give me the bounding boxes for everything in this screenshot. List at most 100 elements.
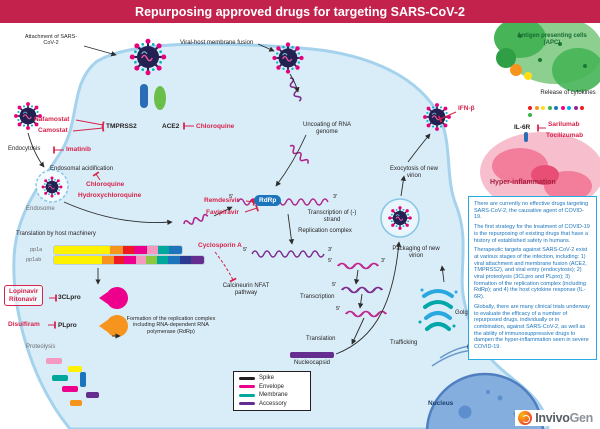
genome-segment xyxy=(169,246,182,254)
receptor-icon xyxy=(140,84,166,110)
drug-remdesivir: Remdesivir xyxy=(204,197,240,204)
genome-segment xyxy=(191,256,204,264)
genome-segment xyxy=(102,256,114,264)
protein-piece xyxy=(80,372,86,387)
protease-3clpro-icon xyxy=(99,287,129,310)
genome-segment xyxy=(180,256,191,264)
legend-label: Spike xyxy=(259,375,275,381)
cytokine-dot xyxy=(554,106,558,110)
rna-five-prime: 5' xyxy=(336,306,341,312)
drug-favipiravir: Favipiravir xyxy=(206,209,239,216)
genome-segment xyxy=(136,256,146,264)
genome-bar-pp1a xyxy=(53,245,183,255)
legend-swatch xyxy=(239,385,255,388)
hyper-inflammation-blob xyxy=(480,132,600,212)
rna-five-prime: 5' xyxy=(332,282,337,288)
cytokine-dot xyxy=(528,112,532,117)
drug-cyclosporin-a: Cyclosporin A xyxy=(198,242,242,249)
label-pp1a: pp1a xyxy=(30,247,43,253)
drug-disulfiram: Disulfiram xyxy=(8,321,40,328)
legend-swatch xyxy=(239,393,255,397)
legend-swatch xyxy=(239,402,255,405)
genome-segment xyxy=(123,246,134,254)
label-endosome: Endosome xyxy=(26,206,55,212)
brand-part1: Invivo xyxy=(535,411,570,425)
genome-segment xyxy=(110,246,123,254)
rna-three-prime: 3' xyxy=(333,194,338,200)
label-replication-complex: Replication complex xyxy=(298,228,352,234)
target-ace2: ACE2 xyxy=(162,123,180,130)
cytokine-dot xyxy=(573,106,578,110)
label-proteolysis: Proteolysis xyxy=(26,344,56,350)
protein-piece xyxy=(70,400,82,406)
legend-row: Membrane xyxy=(239,392,305,398)
label-apc: Antigen presenting cells (APC) xyxy=(517,33,587,46)
brand-part2: Gen xyxy=(569,411,594,425)
label-hyper-inflammation: Hyper-inflammation xyxy=(490,179,556,186)
label-translation-host: Translation by host machinery xyxy=(16,231,96,237)
drug-ritonavir: Ritonavir xyxy=(9,296,38,303)
flow-arrows xyxy=(27,43,446,355)
drug-imatinib: Imatinib xyxy=(66,146,91,153)
drug-nafamostat: Nafamostat xyxy=(34,116,70,123)
cytokine-dot xyxy=(534,106,539,110)
label-uncoating: Uncoating of RNA genome xyxy=(302,122,352,135)
drug-lopinavir: Lopinavir xyxy=(9,288,39,295)
label-transcription-neg: Transcription of (-) strand xyxy=(307,210,357,223)
cytokine-dot xyxy=(547,106,552,110)
genome-segment xyxy=(54,246,110,254)
label-calcineurin: Calcineurin NFAT pathway xyxy=(222,283,270,296)
legend-swatch xyxy=(239,376,255,380)
virus-icon xyxy=(387,205,413,231)
protein-piece xyxy=(46,358,62,364)
nucleocapsid-icon xyxy=(290,352,334,358)
virus-icon xyxy=(128,37,168,77)
label-pp1ab: pp1ab xyxy=(26,257,42,263)
target-plpro: PLpro xyxy=(58,322,77,329)
label-translation: Translation xyxy=(306,336,336,342)
il6r-icon xyxy=(524,132,528,142)
label-golgi: Golgi xyxy=(455,310,470,316)
protein-piece xyxy=(68,366,82,372)
virus-icon xyxy=(422,102,452,132)
apc-cells-icon xyxy=(494,16,600,92)
protease-plpro-icon xyxy=(99,315,129,338)
structural-protein-legend: Spike Envelope Membrane Accessory xyxy=(233,371,311,411)
info-paragraph: Therapeutic targets against SARS-CoV-2 e… xyxy=(474,247,588,301)
rna-three-prime: 3' xyxy=(381,258,386,264)
cytokine-dot xyxy=(567,106,571,110)
cytokine-dot xyxy=(528,106,532,110)
invivogen-logo-text: InvivoGen xyxy=(535,411,593,425)
legend-label: Envelope xyxy=(259,383,285,390)
drug-ifnb: IFN-β xyxy=(458,105,475,112)
invivogen-logo-icon xyxy=(518,411,533,425)
legend-row: Envelope xyxy=(239,384,305,390)
genome-segment xyxy=(146,256,157,264)
info-box: There are currently no effective drugs t… xyxy=(468,196,597,360)
label-cytokines: Release of cytokines xyxy=(540,90,596,96)
genome-segment xyxy=(168,256,180,264)
protein-pieces xyxy=(44,356,106,410)
genome-bar-pp1ab xyxy=(53,255,205,265)
info-paragraph: The first strategy for the treatment of … xyxy=(474,224,590,244)
label-nucleus: Nucleus xyxy=(428,400,454,407)
target-tmprss2: TMPRSS2 xyxy=(106,123,137,130)
genome-segment xyxy=(157,256,168,264)
target-il6r: IL-6R xyxy=(514,124,531,131)
rna-five-prime: 5' xyxy=(243,247,248,253)
genome-segment xyxy=(147,246,158,254)
golgi-icon xyxy=(418,288,458,331)
nucleus-icon xyxy=(425,372,545,429)
info-paragraph: There are currently no effective drugs t… xyxy=(474,201,589,221)
label-attachment: Attachment of SARS-CoV-2 xyxy=(24,34,78,47)
label-packaging: Packaging of new virion xyxy=(392,246,440,259)
drug-chloroquine-membrane: Chloroquine xyxy=(196,123,235,130)
label-fusion: Viral-host membrane fusion xyxy=(180,40,254,46)
genome-segment xyxy=(158,246,169,254)
protein-piece xyxy=(86,392,99,398)
protein-piece xyxy=(52,375,68,381)
label-nucleocapsid: Nucleocapsid xyxy=(294,360,331,366)
cytokine-dot xyxy=(541,106,545,110)
genome-segment xyxy=(124,256,136,264)
